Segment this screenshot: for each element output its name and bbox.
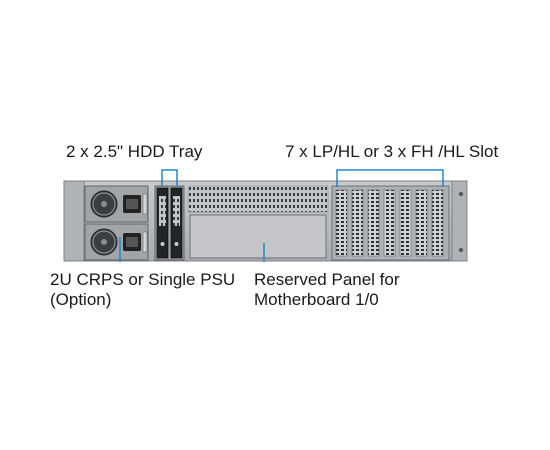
- hdd-tray-label: 2 x 2.5" HDD Tray: [66, 142, 203, 161]
- pcie-slot: [431, 189, 444, 257]
- pcie-slot: [383, 189, 396, 257]
- panel-label-line1: Reserved Panel for: [254, 270, 400, 289]
- screw-icon: [458, 191, 464, 197]
- left-rack-ear: [63, 180, 85, 262]
- screw-icon: [458, 247, 464, 253]
- right-rack-ear: [451, 180, 468, 262]
- panel-label-line2: Motherboard 1/0: [254, 290, 379, 309]
- pcie-slot-label: 7 x LP/HL or 3 x FH /HL Slot: [285, 142, 499, 161]
- psu-label-line1: 2U CRPS or Single PSU: [50, 270, 236, 289]
- psu-bay: [84, 185, 149, 261]
- psu-label-line2: (Option): [50, 290, 112, 309]
- pcie-slot-area: [331, 185, 450, 261]
- pcie-slot: [415, 189, 428, 257]
- pcie-slot: [367, 189, 380, 257]
- psu-label: 2U CRPS or Single PSU (Option): [50, 270, 235, 310]
- pcie-slot: [351, 189, 364, 257]
- pcie-slot: [399, 189, 412, 257]
- reserved-panel: [189, 214, 327, 259]
- pcie-slot: [335, 189, 348, 257]
- hdd-trays: [154, 185, 185, 261]
- callout-hdd: [161, 169, 178, 186]
- reserved-panel-label: Reserved Panel for Motherboard 1/0: [254, 270, 400, 310]
- top-vent-grille: [187, 185, 329, 213]
- callout-slots: [336, 169, 444, 187]
- callout-lines: [119, 169, 444, 262]
